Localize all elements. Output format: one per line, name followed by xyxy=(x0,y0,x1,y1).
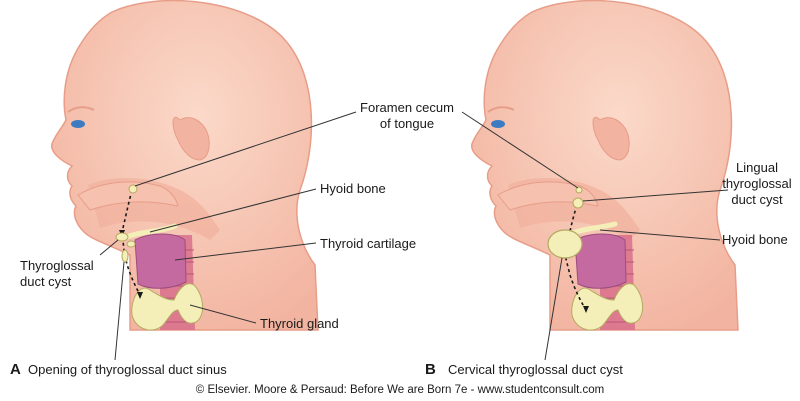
cervical-cyst-b xyxy=(547,229,583,259)
thyroglossal-cyst-a2 xyxy=(126,240,136,248)
eye-icon xyxy=(491,120,505,128)
head-silhouette-a xyxy=(51,0,319,331)
copyright-credit: © Elsevier. Moore & Persaud: Before We a… xyxy=(195,384,605,396)
mouth-cavity-a xyxy=(77,181,179,211)
ear-b xyxy=(592,117,630,161)
label-thyroglossal-duct-cyst: Thyroglossal duct cyst xyxy=(20,258,94,289)
ear-a xyxy=(172,117,210,161)
label-lingual-cyst: Lingual thyroglossal duct cyst xyxy=(722,160,792,207)
eyebrow-b xyxy=(487,106,515,113)
head-silhouette-b xyxy=(471,0,739,331)
head-a xyxy=(51,0,357,361)
label-hyoid-bone-b: Hyoid bone xyxy=(722,232,788,247)
duct-path-b xyxy=(564,204,587,311)
foramen-cecum-b xyxy=(575,186,583,194)
leaders-b xyxy=(461,111,729,361)
foramen-cecum-a xyxy=(128,184,138,194)
duct-path-a xyxy=(121,189,141,296)
label-hyoid-bone-a: Hyoid bone xyxy=(320,181,386,196)
mouth-cavity-b xyxy=(497,181,599,211)
thyroid-gland-b xyxy=(571,283,643,331)
panel-letter-b: B xyxy=(425,361,436,378)
panel-letter-a: A xyxy=(10,361,21,378)
thyroid-gland-a xyxy=(131,283,203,331)
thyroid-cartilage-a xyxy=(134,233,187,289)
sinus-tract-a xyxy=(121,249,129,263)
label-thyroid-gland: Thyroid gland xyxy=(260,316,339,331)
head-b xyxy=(461,0,739,361)
eye-icon xyxy=(71,120,85,128)
thyroid-cartilage-b xyxy=(574,233,627,289)
label-opening-sinus: Opening of thyroglossal duct sinus xyxy=(28,362,227,377)
lingual-cyst-b xyxy=(572,197,584,209)
eyebrow-a xyxy=(67,106,95,113)
label-cervical-cyst: Cervical thyroglossal duct cyst xyxy=(448,362,623,377)
thyroglossal-cyst-a xyxy=(115,232,129,242)
leaders-a xyxy=(99,111,357,361)
label-thyroid-cartilage: Thyroid cartilage xyxy=(320,236,417,251)
label-foramen-cecum: Foramen cecum of tongue xyxy=(360,100,454,131)
